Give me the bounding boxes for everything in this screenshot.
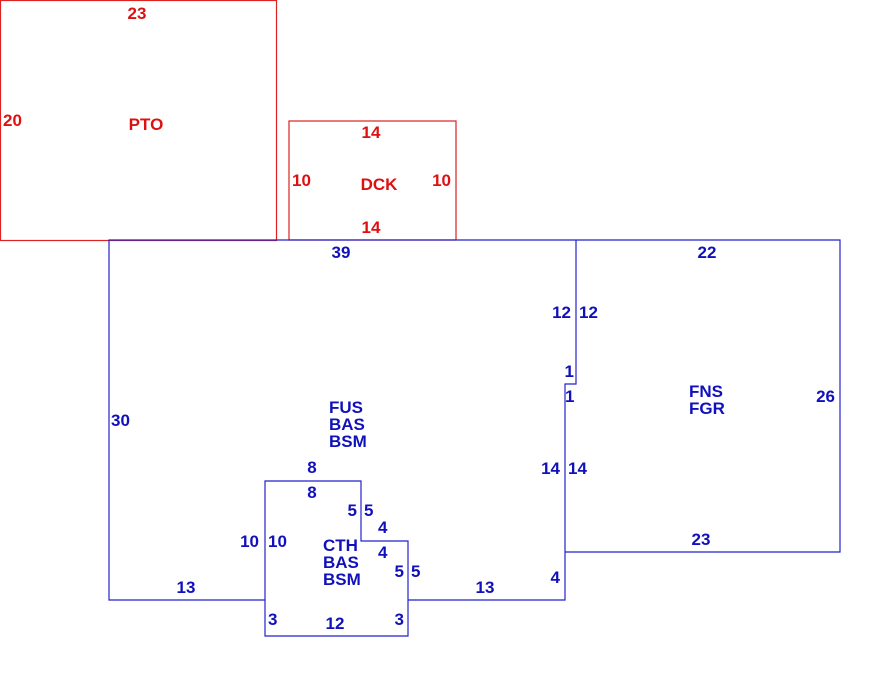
cth-bottom-dimension: 12 xyxy=(326,614,345,633)
garage-right-dimension: 26 xyxy=(816,387,835,406)
cth-mid-right-dimension: 5 xyxy=(364,501,373,520)
garage-left-upper-dimension: 12 xyxy=(579,303,598,322)
main-bottom-left-dimension: 13 xyxy=(177,578,196,597)
garage-left-step-dimension: 1 xyxy=(565,387,574,406)
main-area-code-2: BAS xyxy=(329,415,365,434)
garage-area-code-1: FNS xyxy=(689,382,723,401)
cth-area-code-2: BAS xyxy=(323,553,359,572)
dck-area-code: DCK xyxy=(361,175,399,194)
cth-top-outer-dimension: 8 xyxy=(307,458,316,477)
cth-step-inner-dimension: 4 xyxy=(378,543,388,562)
cth-area-code-3: BSM xyxy=(323,570,361,589)
main-house-right-wall xyxy=(408,240,577,601)
main-bottom-right-dimension: 13 xyxy=(476,578,495,597)
main-top-dimension: 39 xyxy=(332,243,351,262)
main-right-lower-dimension: 14 xyxy=(541,459,560,478)
pto-top-dimension: 23 xyxy=(128,4,147,23)
dck-left-dimension: 10 xyxy=(292,171,311,190)
cth-mid-left-dimension: 5 xyxy=(348,501,357,520)
garage-top-dimension: 22 xyxy=(698,243,717,262)
garage-area-code-2: FGR xyxy=(689,399,725,418)
pto-left-dimension: 20 xyxy=(3,111,22,130)
garage-bottom-dimension: 23 xyxy=(692,530,711,549)
main-left-dimension: 30 xyxy=(111,411,130,430)
cth-right-inner-dimension: 5 xyxy=(395,562,404,581)
main-right-upper-dimension: 12 xyxy=(552,303,571,322)
cth-left-outer-dimension: 10 xyxy=(240,532,259,551)
cth-bottom-left-dimension: 3 xyxy=(268,610,277,629)
cth-top-inner-dimension: 8 xyxy=(307,483,316,502)
dck-right-dimension: 10 xyxy=(432,171,451,190)
pto-area-code: PTO xyxy=(129,115,164,134)
garage-left-lower-dimension: 14 xyxy=(568,459,587,478)
main-right-step-dimension: 1 xyxy=(565,362,574,381)
cth-area-code-1: CTH xyxy=(323,536,358,555)
cth-right-outer-dimension: 5 xyxy=(411,562,420,581)
garage-outline xyxy=(565,239,841,553)
main-house-outline xyxy=(108,239,576,601)
cth-left-inner-dimension: 10 xyxy=(268,532,287,551)
main-area-code-3: BSM xyxy=(329,432,367,451)
main-area-code-1: FUS xyxy=(329,398,363,417)
cth-bottom-right-dimension: 3 xyxy=(395,610,404,629)
cth-outline xyxy=(264,480,409,637)
dck-top-dimension: 14 xyxy=(362,123,381,142)
dck-bottom-dimension: 14 xyxy=(362,218,381,237)
main-right-bottom-dimension: 4 xyxy=(551,568,561,587)
cth-step-outer-dimension: 4 xyxy=(378,518,388,537)
